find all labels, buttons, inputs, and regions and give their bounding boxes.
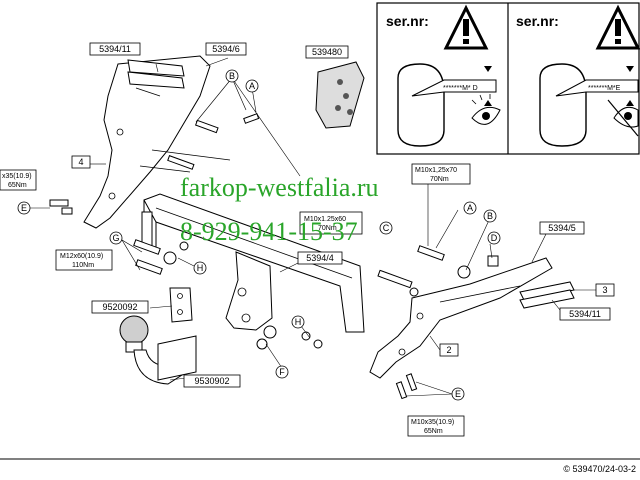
torque-bottom-value: 65Nm: [424, 428, 443, 435]
torque-left-value: 65Nm: [8, 182, 27, 189]
marker-F: F: [279, 367, 285, 377]
socket-bracket: [169, 287, 193, 323]
marker-H-right: H: [295, 317, 302, 327]
torque-right-spec: M10x1,25x70: [415, 167, 457, 174]
fasteners: [49, 113, 499, 400]
leader-lines: [30, 57, 600, 397]
torque-right-value: 70Nm: [430, 176, 449, 183]
serial-code-right: *******M*E: [588, 85, 621, 92]
warning-panel-right: ser.nr: *******M*E: [516, 4, 640, 147]
part-label-5394-6: 5394/6: [212, 44, 240, 54]
watermark: farkop-westfalia.ru 8-929-941-15-37: [180, 173, 379, 246]
part-label-9520092: 9520092: [102, 302, 137, 312]
part-label-5394-11-bottom: 5394/11: [569, 309, 601, 319]
marker-B-top: B: [229, 71, 235, 81]
torque-g-spec: M12x60(10.9): [60, 253, 103, 260]
warning-panels: ser.nr: *******M* D ser.nr:: [376, 2, 640, 155]
warning-triangle-icon: [595, 4, 640, 50]
torque-g-value: 110Nm: [72, 262, 94, 269]
eye-icon: [471, 94, 501, 125]
warning-triangle-icon: [443, 4, 489, 50]
serial-label-left: ser.nr:: [386, 13, 429, 29]
spacer-plate-right: [519, 281, 575, 309]
footer-copyright: © 539470/24-03-2: [563, 464, 636, 474]
marker-G: G: [112, 233, 119, 243]
marker-B-right: B: [487, 211, 493, 221]
serial-code-left: *******M* D: [443, 85, 478, 92]
side-arm-right: [369, 257, 553, 379]
callout-4: 4: [78, 157, 83, 167]
part-number-labels: 5394/11 5394/6 539480 5394/4 5394/5 5394…: [89, 42, 611, 388]
torque-center-spec: M10x1.25x60: [304, 216, 346, 223]
watermark-phone: 8-929-941-15-37: [180, 217, 358, 246]
part-label-9530902: 9530902: [194, 376, 229, 386]
watermark-site: farkop-westfalia.ru: [180, 173, 379, 202]
torque-spec-labels: x35(10.9) 65Nm M12x60(10.9) 110Nm M10x1.…: [0, 163, 471, 437]
marker-A-top: A: [249, 81, 255, 91]
tow-ball: [119, 315, 197, 385]
torque-left-spec: x35(10.9): [2, 173, 32, 180]
callout-2: 2: [446, 345, 451, 355]
torque-bottom-spec: M10x35(10.9): [411, 419, 454, 426]
part-label-539480: 539480: [312, 47, 342, 57]
marker-H-left: H: [197, 263, 204, 273]
callout-numbers: 4 2 3: [71, 155, 615, 357]
serial-label-right: ser.nr:: [516, 13, 559, 29]
eye-icon: [607, 99, 639, 137]
marker-A-right: A: [467, 203, 473, 213]
callout-3: 3: [602, 285, 607, 295]
marker-D: D: [491, 233, 498, 243]
part-label-5394-5: 5394/5: [548, 223, 576, 233]
marker-C: C: [383, 223, 390, 233]
marker-E-right: E: [455, 389, 461, 399]
marker-E-left: E: [21, 203, 27, 213]
letter-markers: B A E G H C A B D H F E: [17, 69, 501, 401]
part-label-5394-4: 5394/4: [306, 253, 334, 263]
side-arm-left: [83, 55, 231, 229]
warning-panel-left: ser.nr: *******M* D: [386, 4, 501, 147]
spacer-plate-top-left: [127, 59, 185, 97]
part-label-5394-11-top: 5394/11: [99, 44, 131, 54]
mounting-bracket-539480: [315, 61, 365, 129]
torque-center-value: 70Nm: [318, 225, 337, 232]
